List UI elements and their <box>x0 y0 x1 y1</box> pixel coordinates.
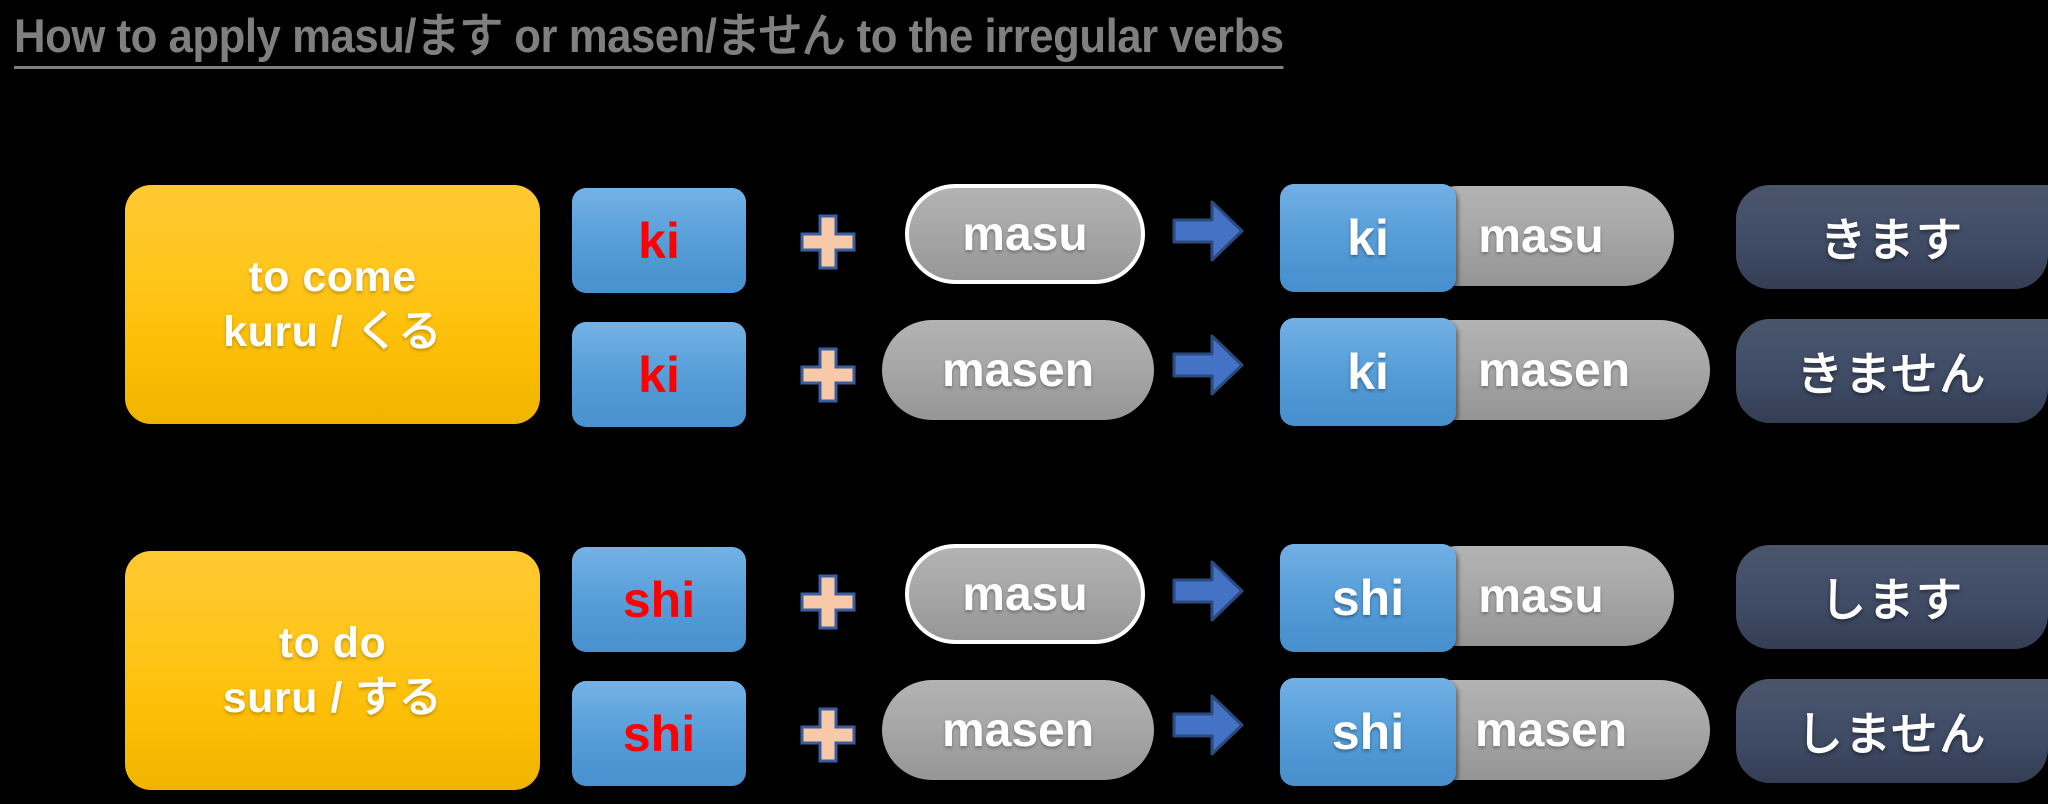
kana-label: しません <box>1796 708 1988 760</box>
result-stem-label: ki <box>1347 344 1389 400</box>
suffix-label: masen <box>941 343 1095 397</box>
kana-label: します <box>1820 574 1964 626</box>
verb-romaji-kana: suru / する <box>222 673 443 722</box>
result-stem-label: shi <box>1331 704 1405 760</box>
kana-banner-shimasu: します <box>1736 545 2048 649</box>
suffix-pill-masu-2: masu <box>905 544 1145 644</box>
verb-card-suru: to do suru / する <box>125 551 540 790</box>
stem-box-shi-masen: shi <box>572 681 746 786</box>
arrow-right-icon <box>1172 694 1244 756</box>
arrow-right-icon <box>1172 334 1244 396</box>
plus-icon <box>798 705 858 765</box>
stem-box-shi-masu: shi <box>572 547 746 652</box>
verb-romaji-kana: kuru / くる <box>223 307 442 356</box>
suffix-pill-masen-2: masen <box>882 680 1154 780</box>
stem-label: ki <box>638 346 680 403</box>
result-ki-masen: ki masen <box>1280 318 1710 430</box>
suffix-pill-masu-1: masu <box>905 184 1145 284</box>
kana-banner-kimasen: きません <box>1736 319 2048 423</box>
suffix-pill-masen-1: masen <box>882 320 1154 420</box>
suffix-label: masu <box>962 207 1088 261</box>
result-ki-masu: ki masu <box>1280 184 1675 296</box>
plus-icon <box>798 345 858 405</box>
plus-icon <box>798 212 858 272</box>
result-stem-box: ki <box>1280 184 1456 292</box>
stem-box-ki-masen: ki <box>572 322 746 427</box>
result-suffix-label: masu <box>1478 569 1604 623</box>
result-stem-label: shi <box>1331 570 1405 626</box>
stem-box-ki-masu: ki <box>572 188 746 293</box>
result-stem-box: ki <box>1280 318 1456 426</box>
result-shi-masen: shi masen <box>1280 678 1710 790</box>
plus-icon <box>798 572 858 632</box>
suffix-label: masu <box>962 567 1088 621</box>
result-suffix-label: masen <box>1477 343 1631 397</box>
suffix-label: masen <box>941 703 1095 757</box>
verb-card-kuru: to come kuru / くる <box>125 185 540 424</box>
arrow-right-icon <box>1172 200 1244 262</box>
result-shi-masu: shi masu <box>1280 544 1675 656</box>
kana-banner-shimasen: しません <box>1736 679 2048 783</box>
result-suffix-label: masu <box>1478 209 1604 263</box>
result-stem-label: ki <box>1347 210 1389 266</box>
result-stem-box: shi <box>1280 678 1456 786</box>
stem-label: shi <box>622 571 696 628</box>
kana-label: きます <box>1820 214 1964 266</box>
stem-label: ki <box>638 212 680 269</box>
verb-meaning: to do <box>278 618 387 667</box>
result-suffix-label: masen <box>1474 703 1628 757</box>
page-title: How to apply masu/ます or masen/ません to the… <box>14 8 1284 69</box>
kana-banner-kimasu: きます <box>1736 185 2048 289</box>
arrow-right-icon <box>1172 560 1244 622</box>
result-stem-box: shi <box>1280 544 1456 652</box>
verb-meaning: to come <box>248 252 417 301</box>
stem-label: shi <box>622 705 696 762</box>
kana-label: きません <box>1796 348 1988 400</box>
